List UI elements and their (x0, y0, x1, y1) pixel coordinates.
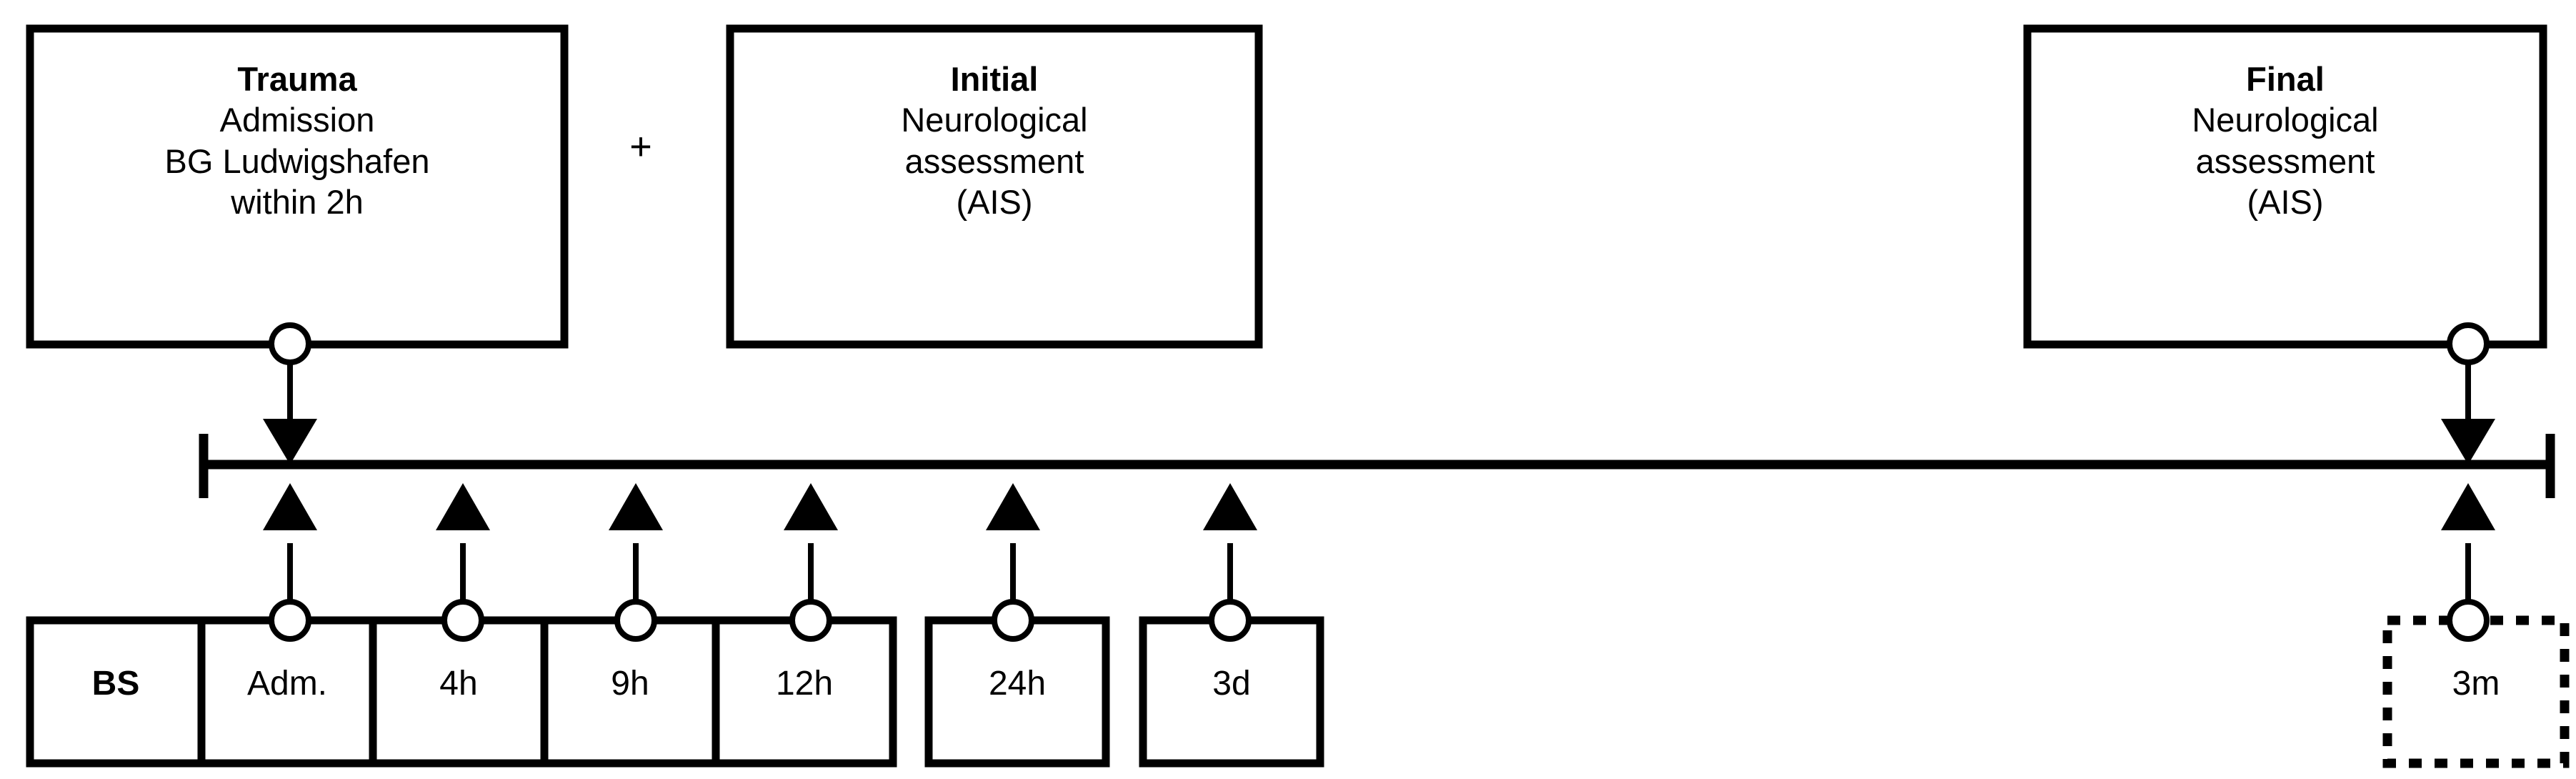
connector-circle-adm (269, 599, 311, 642)
plus-icon: + (629, 125, 652, 168)
arrow-up-12h (784, 483, 838, 530)
timepoint-box-bs[interactable] (26, 616, 206, 768)
arrow-up-9h (609, 483, 663, 530)
timepoint-box-24h[interactable] (924, 616, 1110, 768)
connector-circle-3m (2447, 599, 2490, 642)
connector-circle-9h (614, 599, 657, 642)
connector-circle-4h (441, 599, 484, 642)
arrow-up-adm (263, 483, 317, 530)
top-box-initial-neuro-assessment[interactable] (726, 24, 1263, 349)
connector-circle-24h (992, 599, 1034, 642)
arrow-up-3m (2441, 483, 2495, 530)
timepoint-box-4h[interactable] (369, 616, 549, 768)
connector-circle-final (2447, 322, 2490, 365)
arrow-up-4h (436, 483, 490, 530)
timepoint-box-3d[interactable] (1139, 616, 1324, 768)
connector-circle-3d (1209, 599, 1252, 642)
connector-circle-trauma (269, 322, 311, 365)
timepoint-box-adm[interactable] (197, 616, 377, 768)
arrow-up-3d (1203, 483, 1257, 530)
arrow-down-trauma (263, 419, 317, 465)
top-box-final-neuro-assessment[interactable] (2023, 24, 2547, 349)
top-box-trauma-admission[interactable] (26, 24, 569, 349)
timepoint-box-3m[interactable] (2382, 615, 2570, 768)
timepoint-box-9h[interactable] (540, 616, 720, 768)
arrow-down-final (2441, 419, 2495, 465)
timepoint-box-12h[interactable] (712, 616, 897, 768)
arrow-up-24h (986, 483, 1040, 530)
connector-circle-12h (789, 599, 832, 642)
